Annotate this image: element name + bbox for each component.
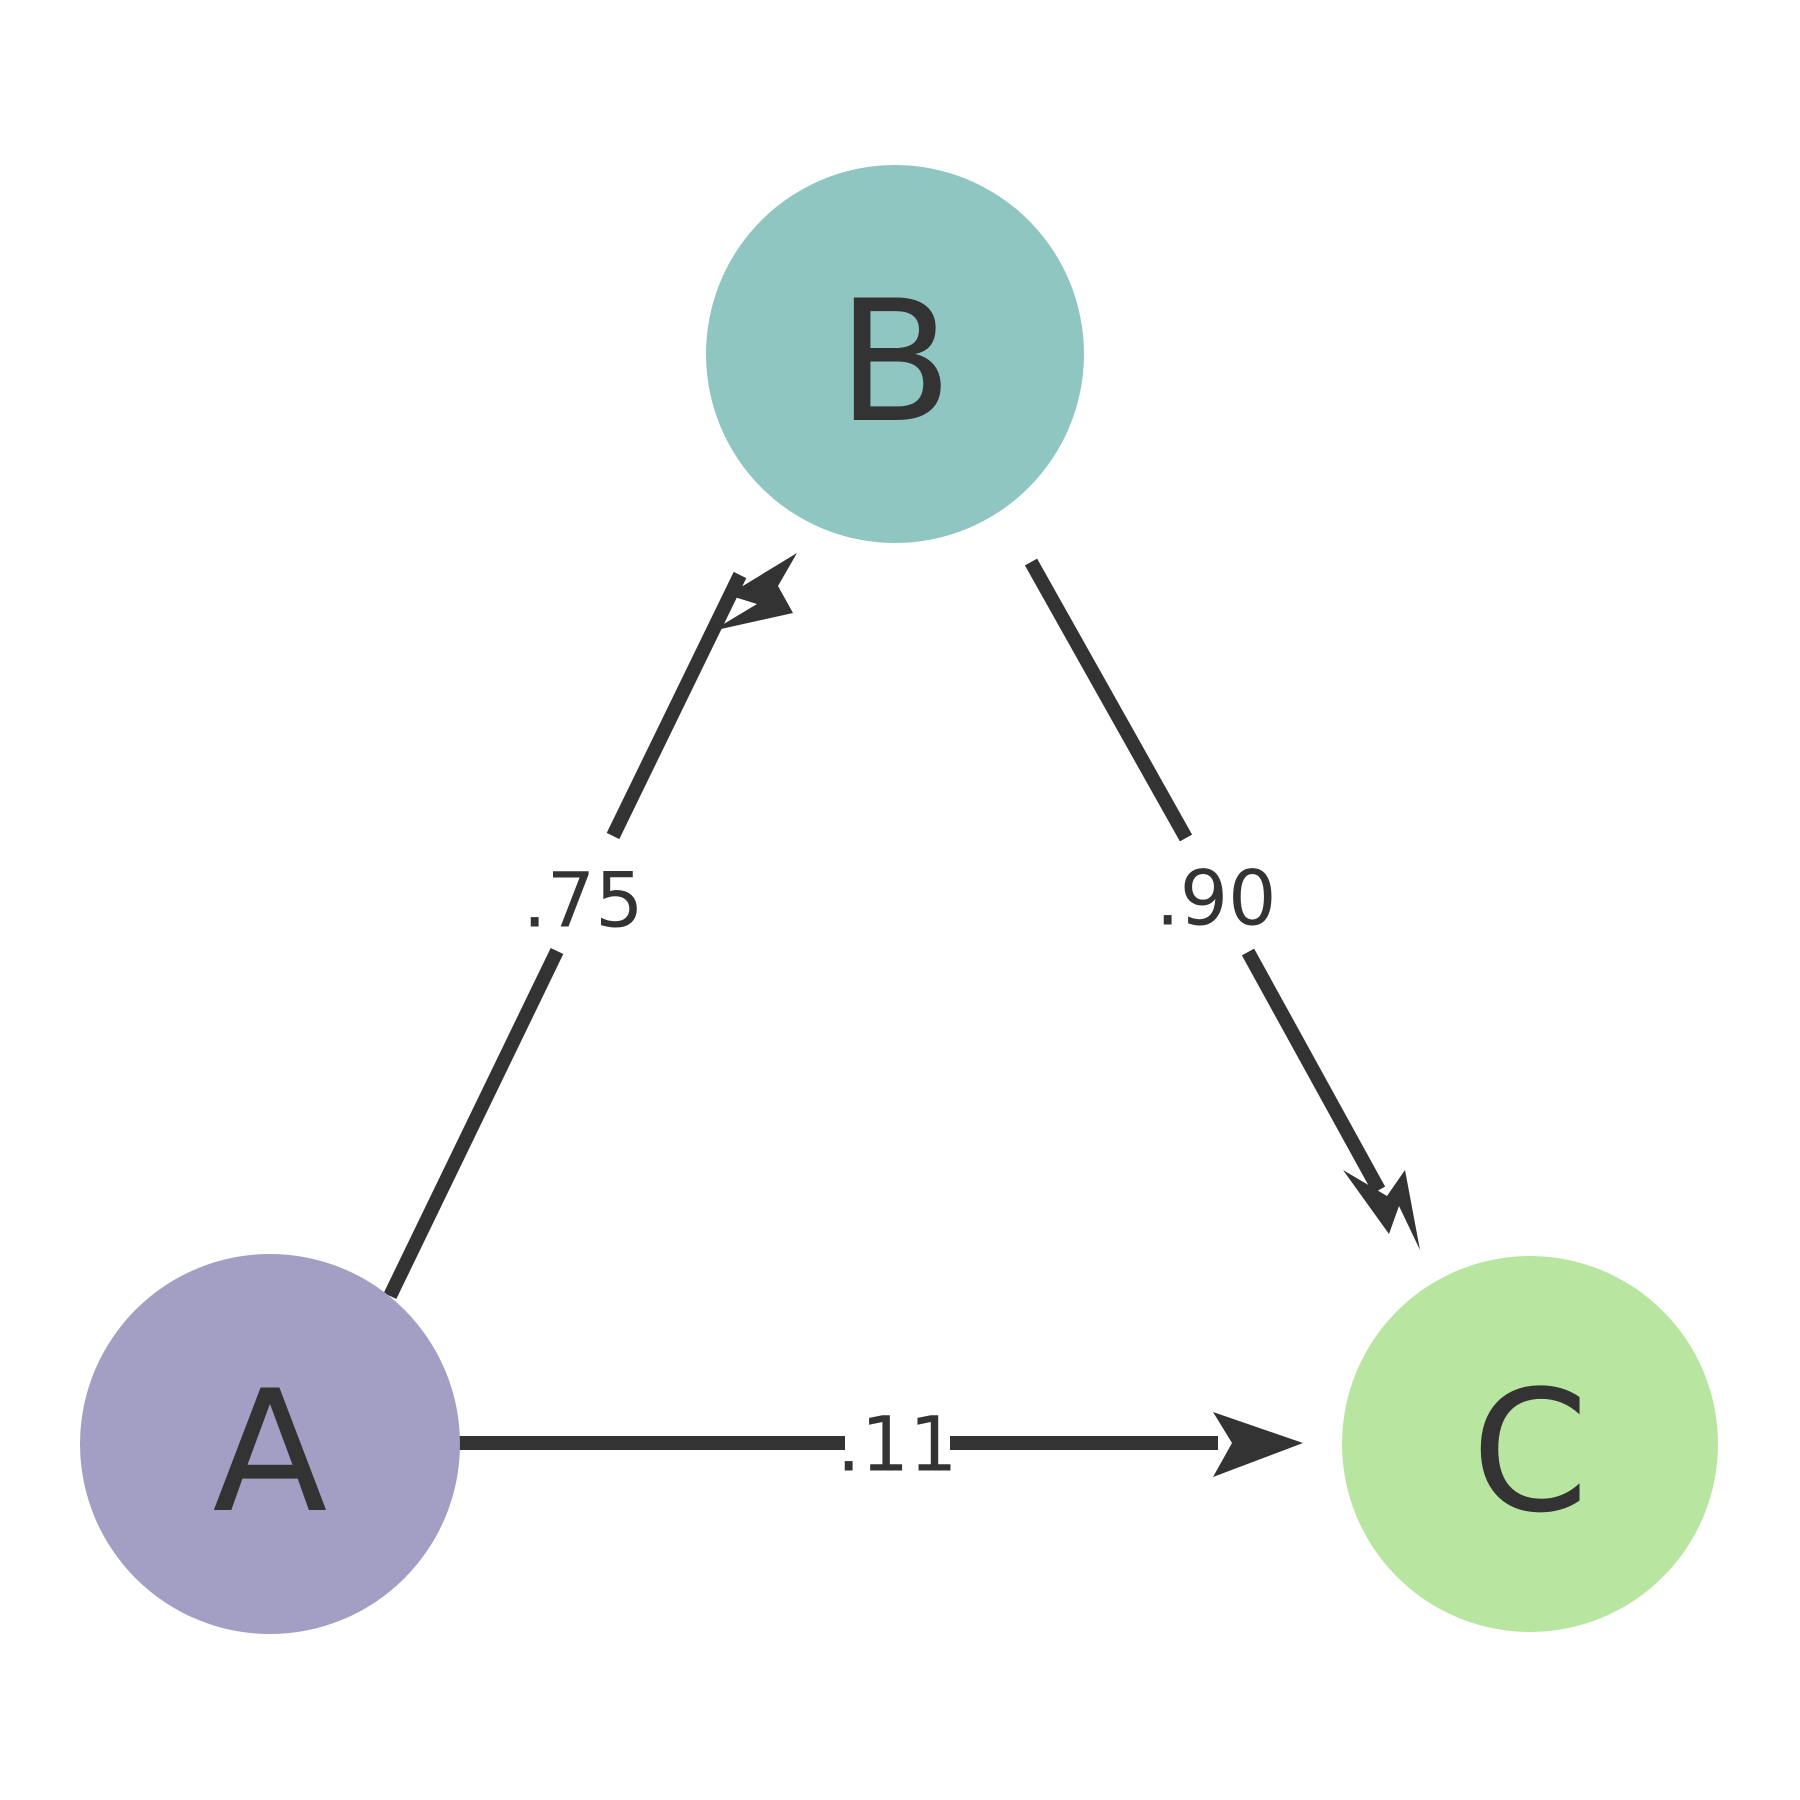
node-c[interactable]: C	[1342, 1256, 1718, 1632]
edge-a-b-label: .75	[523, 856, 644, 945]
edge-a-c-label-bg	[850, 1400, 946, 1488]
edge-a-c-arrowhead	[1213, 1412, 1303, 1477]
node-c-circle[interactable]	[1342, 1256, 1718, 1632]
node-a-label: A	[213, 1354, 328, 1550]
edge-b-c-line-lower	[1241, 948, 1386, 1194]
edge-b-c-line-upper	[1024, 558, 1193, 842]
edge-b-c-label-bg	[1170, 854, 1264, 942]
edge-a-b-line-upper	[606, 571, 747, 840]
node-a[interactable]: A	[80, 1254, 460, 1634]
node-b[interactable]: B	[706, 165, 1084, 543]
node-b-circle[interactable]	[706, 165, 1084, 543]
node-b-label: B	[837, 264, 952, 460]
edge-a-b[interactable]: .75	[383, 553, 797, 1300]
edge-b-c-arrowhead	[1343, 1170, 1420, 1250]
edge-b-c[interactable]: .90	[1024, 558, 1420, 1250]
edge-a-c-label: .11	[837, 1400, 958, 1489]
edge-a-c[interactable]: .11	[434, 1400, 1303, 1489]
node-c-label: C	[1471, 1354, 1588, 1550]
edge-a-b-line-lower	[383, 947, 564, 1300]
edge-b-c-label: .90	[1156, 854, 1277, 943]
edge-a-b-arrowhead	[712, 553, 797, 631]
edge-a-b-label-bg	[537, 856, 631, 944]
node-a-circle[interactable]	[80, 1254, 460, 1634]
